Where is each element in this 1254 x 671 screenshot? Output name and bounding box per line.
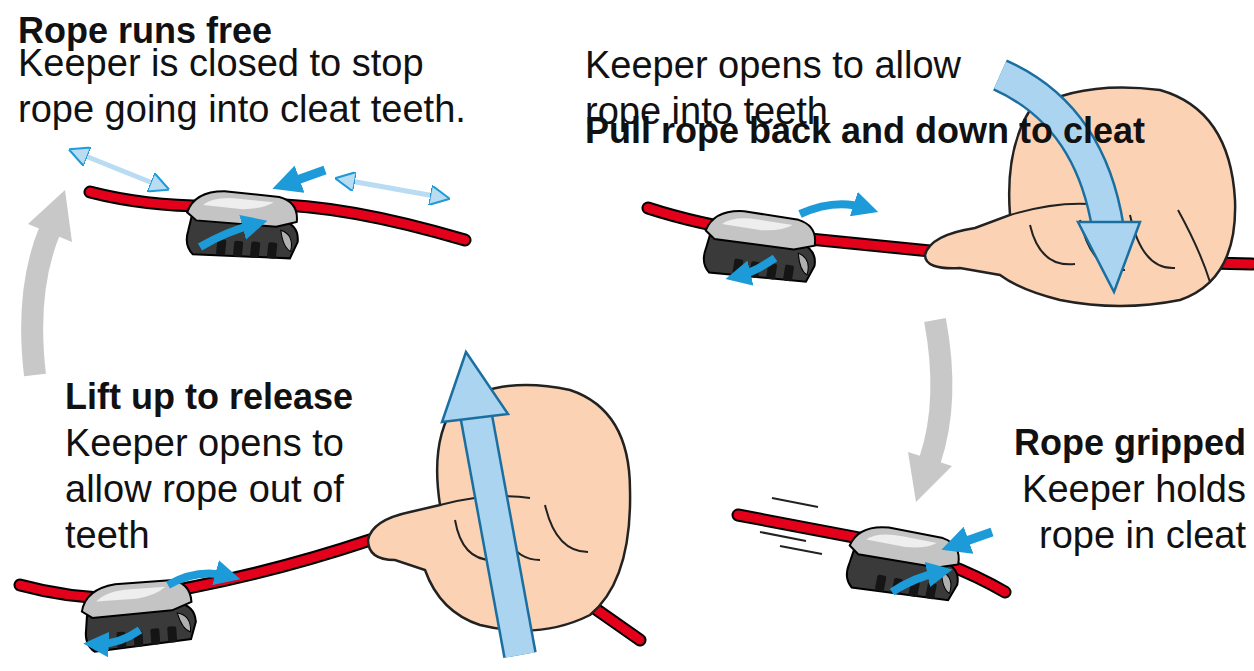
lift-arrow [476, 415, 520, 655]
cleat [80, 579, 197, 653]
speed-lines [772, 498, 818, 507]
pull-arrow [1000, 75, 1108, 228]
motion-arrow [345, 180, 440, 197]
hand [545, 505, 588, 552]
motion-arrow [78, 153, 160, 186]
step-description: Keeper opens to allow rope into teeth [585, 42, 1005, 134]
hand [1030, 225, 1075, 264]
keeper-arrow [200, 224, 255, 247]
speed-lines [760, 532, 806, 541]
keeper-arrow [96, 630, 140, 644]
keeper-arrow [892, 532, 992, 592]
keeper-arrow [286, 170, 325, 184]
cycle-arrow [28, 190, 72, 242]
keeper-arrow [96, 573, 228, 644]
speed-lines [780, 546, 822, 554]
step-description: Keeper is closed to stop rope going into… [18, 40, 483, 132]
keeper-arrow [738, 258, 775, 276]
keeper-arrow [800, 204, 866, 214]
keeper-arrow [200, 170, 325, 247]
cleat [842, 521, 966, 607]
step-description: Keeper holds rope in cleat [980, 466, 1246, 558]
keeper-arrow [738, 204, 866, 276]
pull-arrow [1000, 75, 1108, 228]
step-description: Keeper opens to allow rope out of teeth [65, 420, 355, 558]
hand [1178, 210, 1210, 282]
cycle-arrow [28, 190, 72, 375]
pull-arrow [1000, 75, 1140, 292]
step-heading: Rope gripped [980, 422, 1246, 464]
cycle-arrow [908, 452, 952, 502]
cycle-arrow [32, 230, 50, 375]
keeper-arrow [892, 572, 940, 592]
step-heading: Lift up to release [65, 376, 353, 418]
motion-arrow [78, 153, 440, 197]
keeper-arrow [168, 573, 228, 585]
lift-arrow [476, 415, 520, 655]
cleat [699, 206, 821, 289]
lift-arrow [442, 352, 520, 655]
cycle-arrow [930, 320, 941, 460]
cycle-arrow [908, 320, 952, 502]
keeper-arrow [955, 532, 992, 545]
pull-arrow [1078, 222, 1140, 292]
lift-arrow [442, 352, 508, 422]
cleat [183, 188, 302, 265]
